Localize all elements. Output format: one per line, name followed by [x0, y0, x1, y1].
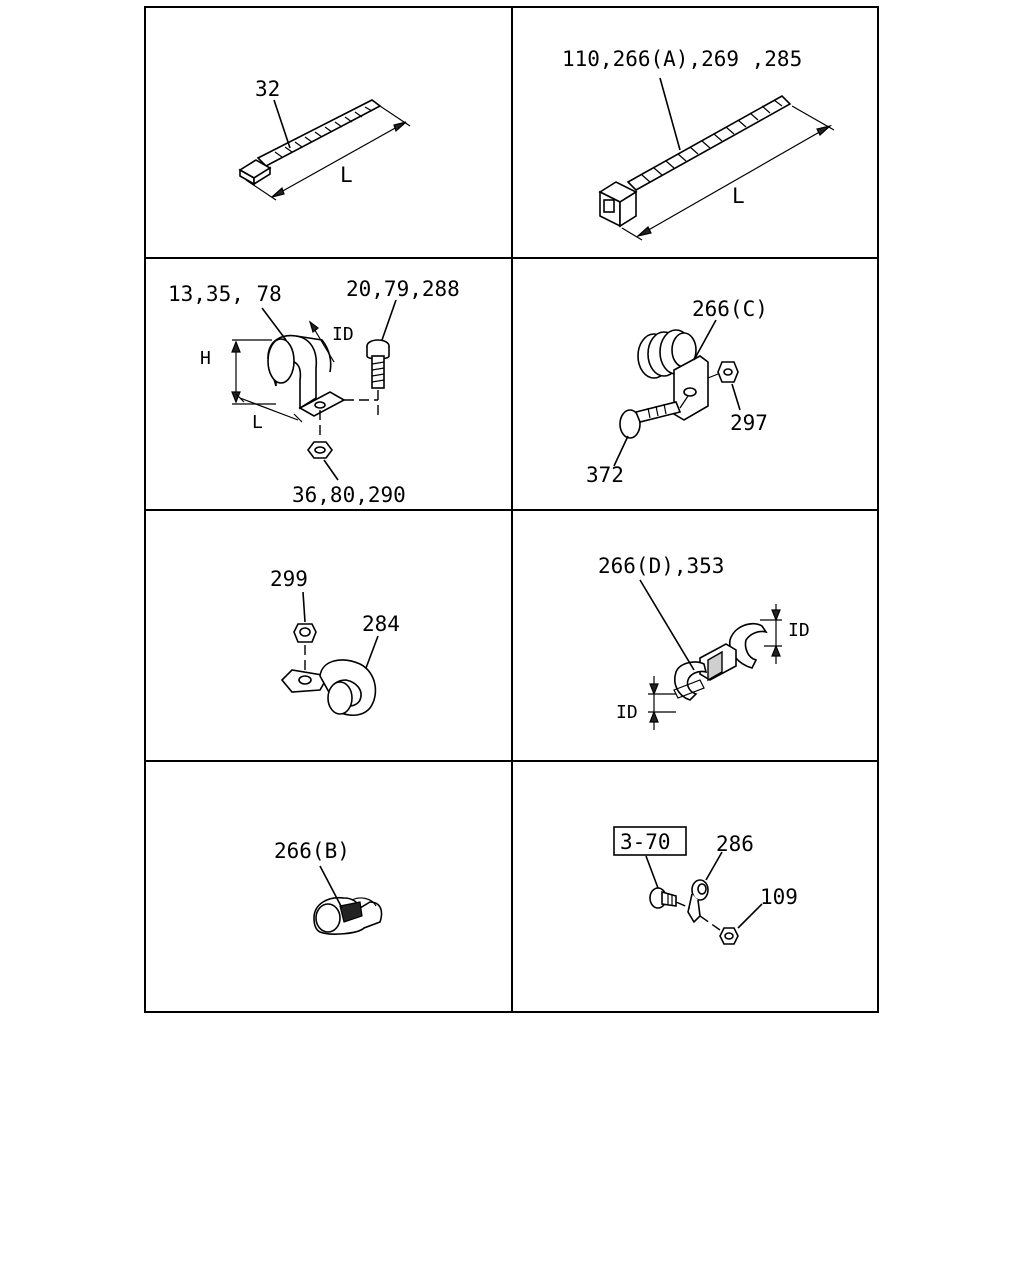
- label-dim-l: L: [340, 163, 353, 187]
- label-part-110-266a-269-285: 110,266(A),269 ,285: [562, 47, 802, 71]
- label-clamp-13-35-78: 13,35, 78: [168, 282, 282, 306]
- cell-clamp-284[interactable]: 299 284: [270, 567, 400, 716]
- label-dim-h: H: [200, 348, 211, 369]
- cell-double-clip[interactable]: 266(D),353 ID ID: [598, 554, 810, 730]
- cell-clamp-bolt-nut[interactable]: 13,35, 78 20,79,288 36,80,290 H L ID: [168, 277, 460, 507]
- label-dim-id-right: ID: [788, 620, 810, 641]
- clamp-284-drawing: [280, 591, 379, 716]
- clip-266b-drawing: [313, 865, 383, 935]
- label-part-32: 32: [255, 77, 280, 101]
- label-clip-266d-353: 266(D),353: [598, 554, 724, 578]
- ref-box-3-70: [613, 826, 687, 856]
- label-dim-id-left: ID: [616, 702, 638, 723]
- cell-clamp-286[interactable]: 3-70 286 109: [613, 826, 798, 945]
- clamp-bolt-nut-drawing: [231, 299, 397, 481]
- cable-tie-small-drawing: [238, 99, 411, 201]
- cell-clip-266b[interactable]: 266(B): [274, 839, 383, 935]
- label-dim-l: L: [252, 412, 263, 433]
- label-clamp-286: 286: [716, 832, 754, 856]
- label-clamp-284: 284: [362, 612, 400, 636]
- clip-bolt-nut-drawing: [613, 319, 741, 467]
- label-nut-297: 297: [730, 411, 768, 435]
- label-dim-l: L: [732, 184, 745, 208]
- label-clip-266b: 266(B): [274, 839, 350, 863]
- label-dim-id: ID: [332, 324, 354, 345]
- cable-tie-large-drawing: [598, 77, 835, 241]
- cell-cable-tie-small[interactable]: 32 L: [238, 77, 411, 201]
- label-clip-266c: 266(C): [692, 297, 768, 321]
- clamp-286-drawing: [613, 826, 763, 945]
- double-clip-drawing: [639, 579, 782, 730]
- cell-cable-tie-large[interactable]: 110,266(A),269 ,285 L: [562, 47, 835, 241]
- cell-clip-bolt-nut[interactable]: 266(C) 297 372: [586, 297, 768, 487]
- label-bolt-20-79-288: 20,79,288: [346, 277, 460, 301]
- label-bolt-372: 372: [586, 463, 624, 487]
- diagram-grid: [144, 6, 879, 1013]
- label-nut-36-80-290: 36,80,290: [292, 483, 406, 507]
- label-nut-109: 109: [760, 885, 798, 909]
- label-ref-3-70: 3-70: [620, 830, 671, 854]
- label-nut-299: 299: [270, 567, 308, 591]
